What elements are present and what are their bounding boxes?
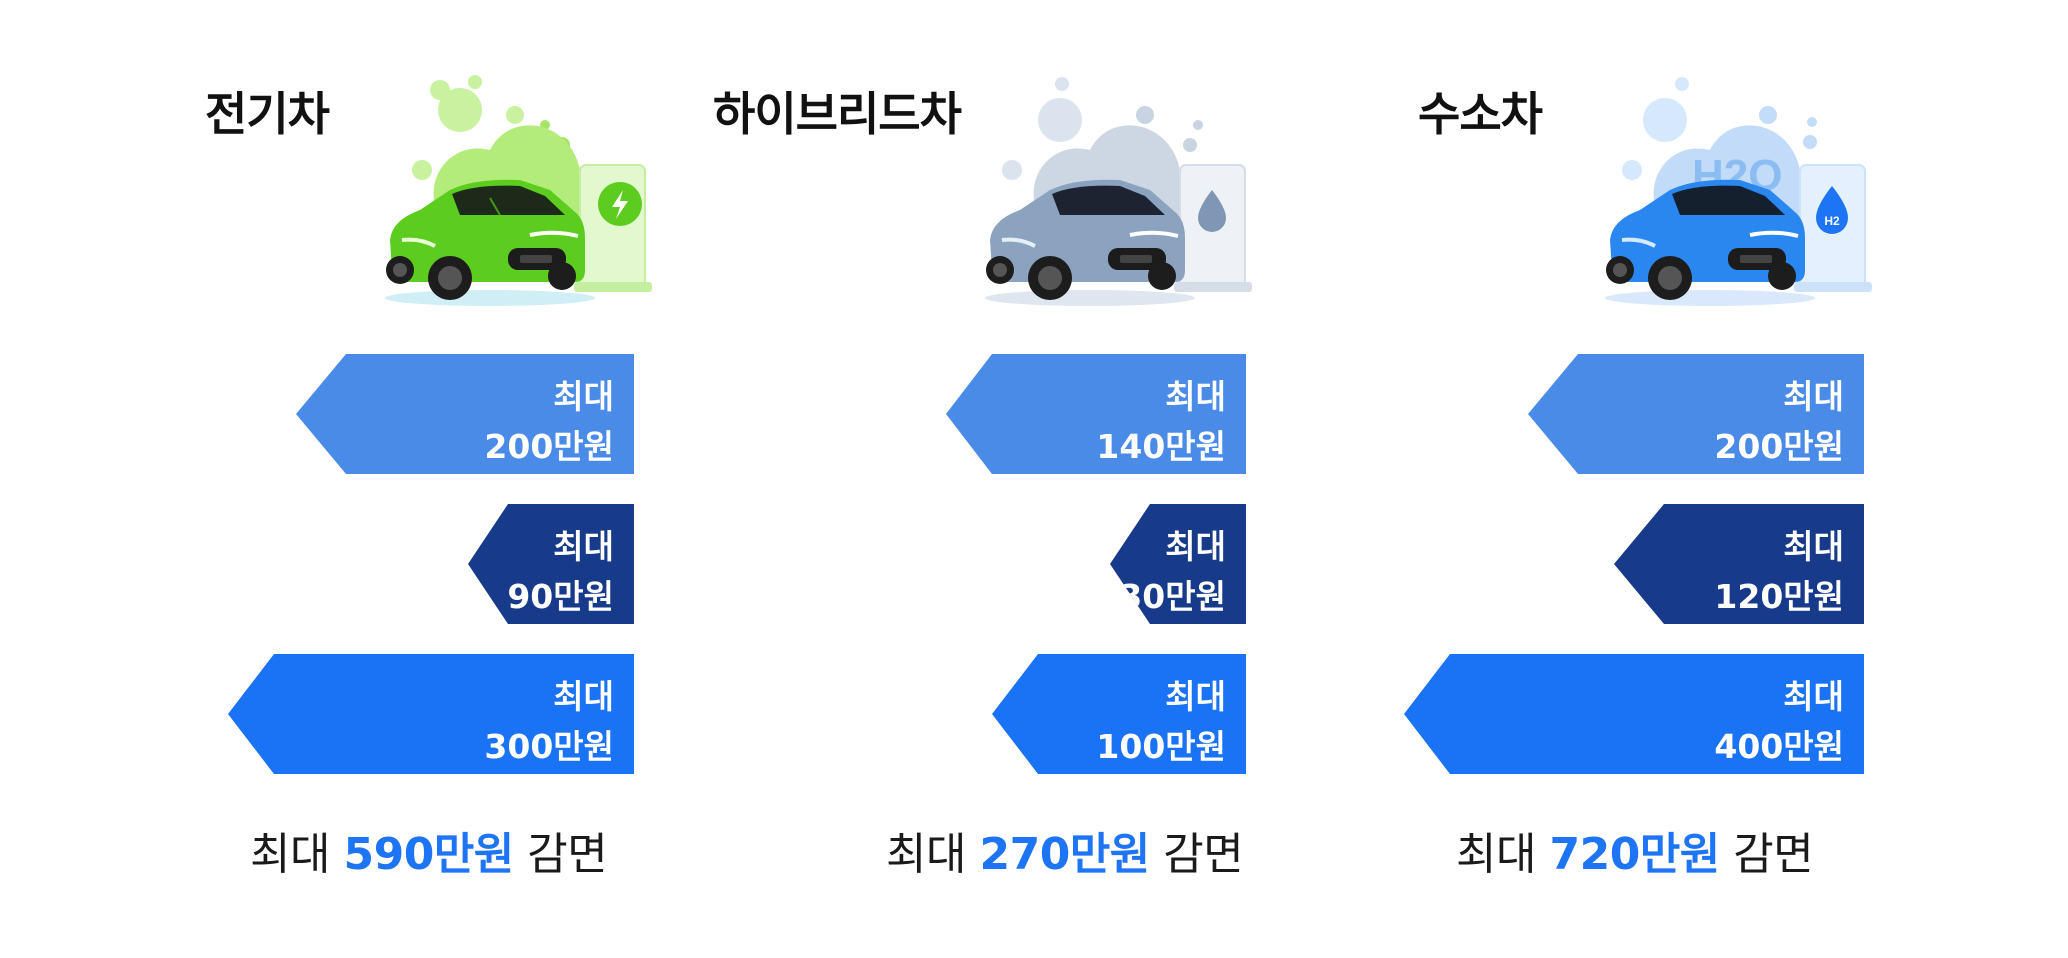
reduction-arrow-1: 최대 140만원 bbox=[946, 354, 1246, 474]
total-prefix: 최대 bbox=[886, 829, 966, 880]
hybrid-car-illustration bbox=[985, 77, 1252, 306]
arrow-label: 최대 bbox=[553, 377, 614, 416]
electric-car-illustration bbox=[385, 75, 652, 306]
arrow-label: 최대 bbox=[1783, 677, 1844, 716]
total-amount: 720만원 bbox=[1549, 829, 1720, 880]
arrow-label: 최대 bbox=[1165, 677, 1226, 716]
arrow-label: 최대 bbox=[553, 677, 614, 716]
total-reduction: 최대 720만원 감면 bbox=[1456, 818, 1814, 882]
reduction-arrow-1: 최대 200만원 bbox=[296, 354, 634, 474]
reduction-arrow-3: 최대 100만원 bbox=[992, 654, 1246, 774]
h2-label: H2 bbox=[1824, 214, 1840, 228]
arrow-label: 최대 bbox=[1165, 377, 1226, 416]
column-electric: 전기차 최대 200만원 최대 90만원 최대 bbox=[0, 0, 700, 958]
total-suffix: 감면 bbox=[1163, 829, 1244, 880]
total-amount: 590만원 bbox=[343, 829, 514, 880]
arrow-label: 최대 bbox=[553, 527, 614, 566]
total-reduction: 최대 270만원 감면 bbox=[886, 818, 1244, 882]
column-title: 하이브리드차 bbox=[713, 87, 962, 141]
reduction-arrow-3: 최대 300만원 bbox=[228, 654, 634, 774]
arrow-label: 최대 bbox=[1783, 527, 1844, 566]
total-prefix: 최대 bbox=[250, 829, 330, 880]
arrow-amount: 400만원 bbox=[1714, 727, 1844, 766]
arrow-amount: 200만원 bbox=[1714, 427, 1844, 466]
arrow-amount: 120만원 bbox=[1714, 577, 1844, 616]
reduction-arrow-3: 최대 400만원 bbox=[1404, 654, 1864, 774]
total-amount: 270만원 bbox=[979, 829, 1150, 880]
arrow-amount: 300만원 bbox=[484, 727, 614, 766]
total-prefix: 최대 bbox=[1456, 829, 1536, 880]
arrow-amount: 140만원 bbox=[1096, 427, 1226, 466]
hydrogen-car-illustration: H2O H2 bbox=[1605, 77, 1872, 306]
total-suffix: 감면 bbox=[527, 829, 608, 880]
arrow-amount: 200만원 bbox=[484, 427, 614, 466]
reduction-arrow-2: 최대 120만원 bbox=[1614, 504, 1864, 624]
arrow-label: 최대 bbox=[1165, 527, 1226, 566]
column-title: 전기차 bbox=[205, 87, 330, 141]
arrow-amount: 90만원 bbox=[507, 577, 614, 616]
reduction-arrow-1: 최대 200만원 bbox=[1528, 354, 1864, 474]
column-hybrid: 하이브리드차 최대 140만원 최대 30만원 최대 100만원 bbox=[713, 77, 1252, 882]
total-reduction: 최대 590만원 감면 bbox=[250, 818, 608, 882]
reduction-arrow-2: 최대 90만원 bbox=[468, 504, 634, 624]
column-title: 수소차 bbox=[1418, 87, 1543, 141]
arrow-amount: 100만원 bbox=[1096, 727, 1226, 766]
total-suffix: 감면 bbox=[1733, 829, 1814, 880]
arrow-label: 최대 bbox=[1783, 377, 1844, 416]
